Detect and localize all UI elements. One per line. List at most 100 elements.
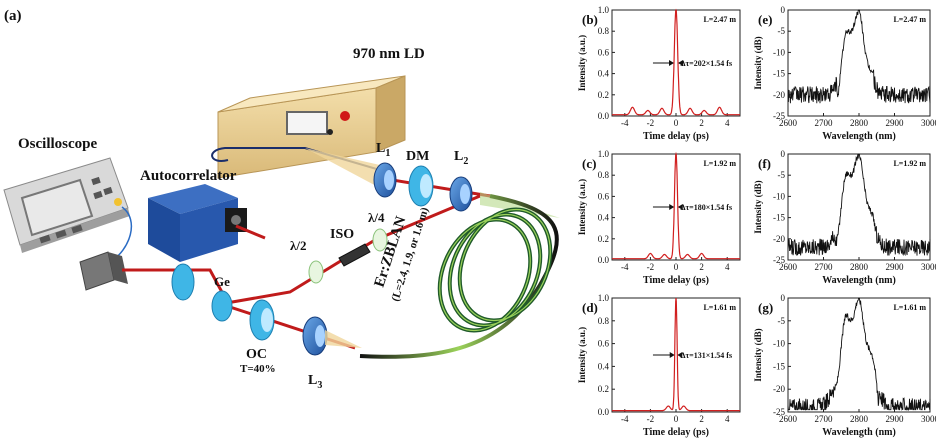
y-tick-label: 0.6 bbox=[598, 339, 610, 349]
y-tick-label: -20 bbox=[773, 234, 785, 244]
spectrum-chart-g: 260027002800290030000-5-10-15-20-25Wavel… bbox=[753, 293, 936, 438]
x-tick-label: 2900 bbox=[886, 262, 905, 272]
x-tick-label: 0 bbox=[674, 118, 679, 128]
panel-label: (f) bbox=[758, 156, 771, 171]
x-tick-label: 2 bbox=[699, 414, 704, 424]
y-tick-label: -15 bbox=[773, 69, 785, 79]
y-tick-label: -15 bbox=[773, 213, 785, 223]
lambda4-label: λ/4 bbox=[368, 210, 385, 225]
y-tick-label: -5 bbox=[778, 316, 786, 326]
x-tick-label: -2 bbox=[647, 262, 655, 272]
germanium-plate bbox=[211, 290, 233, 322]
panel-label: (g) bbox=[758, 300, 773, 315]
ld-display bbox=[286, 111, 328, 135]
x-tick-label: 0 bbox=[674, 262, 679, 272]
oc-label: OC bbox=[246, 347, 267, 362]
x-axis-label: Time delay (ps) bbox=[643, 131, 709, 142]
iso-label: ISO bbox=[330, 227, 354, 242]
l3-label: L3 bbox=[308, 373, 322, 391]
x-axis-label: Wavelength (nm) bbox=[822, 131, 896, 142]
x-tick-label: 2700 bbox=[815, 414, 834, 424]
y-tick-label: 0.4 bbox=[598, 69, 610, 79]
x-tick-label: 2600 bbox=[779, 262, 798, 272]
x-axis-label: Time delay (ps) bbox=[643, 427, 709, 438]
y-tick-label: -5 bbox=[778, 170, 786, 180]
series-line bbox=[787, 153, 931, 257]
length-label: L=1.92 m bbox=[893, 159, 926, 168]
series-line bbox=[612, 297, 740, 412]
output-coupler bbox=[249, 299, 275, 341]
y-tick-label: 0.0 bbox=[598, 407, 610, 417]
y-axis-label: Intensity (dB) bbox=[753, 36, 763, 89]
laser-diode bbox=[217, 75, 406, 179]
length-label: L=1.61 m bbox=[893, 303, 926, 312]
lens-l1 bbox=[373, 162, 397, 198]
pump-fiber bbox=[211, 147, 381, 171]
x-axis-label: Wavelength (nm) bbox=[822, 427, 896, 438]
panel-label: (c) bbox=[582, 156, 596, 171]
y-tick-label: -20 bbox=[773, 384, 785, 394]
length-label: L=1.61 m bbox=[703, 303, 736, 312]
pump-beam bbox=[305, 148, 380, 188]
y-tick-label: 1.0 bbox=[598, 293, 610, 303]
output-beam bbox=[122, 268, 356, 350]
fwhm-arrowhead-left bbox=[669, 352, 675, 358]
detector bbox=[79, 251, 128, 291]
x-tick-label: 4 bbox=[725, 414, 730, 424]
length-label: L=2.47 m bbox=[893, 15, 926, 24]
fwhm-arrowhead-left bbox=[669, 60, 675, 66]
l1-label: L1 bbox=[376, 141, 390, 159]
fwhm-annotation: Δτ=202×1.54 fs bbox=[680, 59, 732, 68]
y-tick-label: 0.8 bbox=[598, 316, 610, 326]
x-tick-label: -4 bbox=[621, 262, 629, 272]
x-tick-label: 0 bbox=[674, 414, 679, 424]
y-tick-label: -10 bbox=[773, 47, 785, 57]
series-line bbox=[612, 151, 740, 260]
x-tick-label: 2600 bbox=[779, 118, 798, 128]
y-axis-label: Intensity (dB) bbox=[753, 180, 763, 233]
series-line bbox=[787, 297, 931, 412]
y-tick-label: 0.4 bbox=[598, 361, 610, 371]
setup-schematic: (a) 970 nm LD Oscilloscope bbox=[3, 8, 560, 391]
cavity-beam bbox=[214, 194, 481, 307]
y-tick-label: 0 bbox=[781, 5, 786, 15]
y-tick-label: -25 bbox=[773, 255, 785, 265]
x-tick-label: -4 bbox=[621, 414, 629, 424]
pump-cavity-beam bbox=[379, 176, 491, 198]
y-tick-label: 0 bbox=[781, 293, 786, 303]
y-tick-label: 0.8 bbox=[598, 26, 610, 36]
ge-label: Ge bbox=[214, 274, 230, 289]
x-tick-label: 2900 bbox=[886, 414, 905, 424]
fwhm-arrowhead-right bbox=[677, 352, 683, 358]
autocorrelator bbox=[148, 184, 247, 262]
x-tick-label: 4 bbox=[725, 262, 730, 272]
lens-l2 bbox=[449, 176, 473, 212]
plot-frame bbox=[787, 297, 931, 413]
dichroic-mirror bbox=[408, 165, 434, 207]
y-tick-label: 0.6 bbox=[598, 47, 610, 57]
y-axis-label: Intensity (a.u.) bbox=[577, 35, 587, 91]
x-tick-label: -2 bbox=[647, 414, 655, 424]
x-tick-label: 2600 bbox=[779, 414, 798, 424]
y-tick-label: -5 bbox=[778, 26, 786, 36]
x-tick-label: 2800 bbox=[850, 262, 869, 272]
x-tick-label: 2700 bbox=[815, 118, 834, 128]
mirror-left bbox=[171, 263, 195, 301]
x-axis-label: Wavelength (nm) bbox=[822, 275, 896, 286]
half-wave-plate bbox=[308, 260, 324, 284]
y-tick-label: 0.6 bbox=[598, 191, 610, 201]
x-tick-label: -2 bbox=[647, 118, 655, 128]
panel-label: (b) bbox=[582, 12, 598, 27]
y-tick-label: 1.0 bbox=[598, 149, 610, 159]
lambda2-label: λ/2 bbox=[290, 238, 307, 253]
x-tick-label: 2 bbox=[699, 262, 704, 272]
l2-label: L2 bbox=[454, 149, 468, 167]
oc-transmission-label: T=40% bbox=[240, 363, 276, 375]
y-tick-label: 1.0 bbox=[598, 5, 610, 15]
quarter-wave-plate bbox=[372, 228, 388, 252]
autocorrelator-beam bbox=[235, 224, 266, 240]
fwhm-annotation: Δτ=180×1.54 fs bbox=[680, 203, 732, 212]
